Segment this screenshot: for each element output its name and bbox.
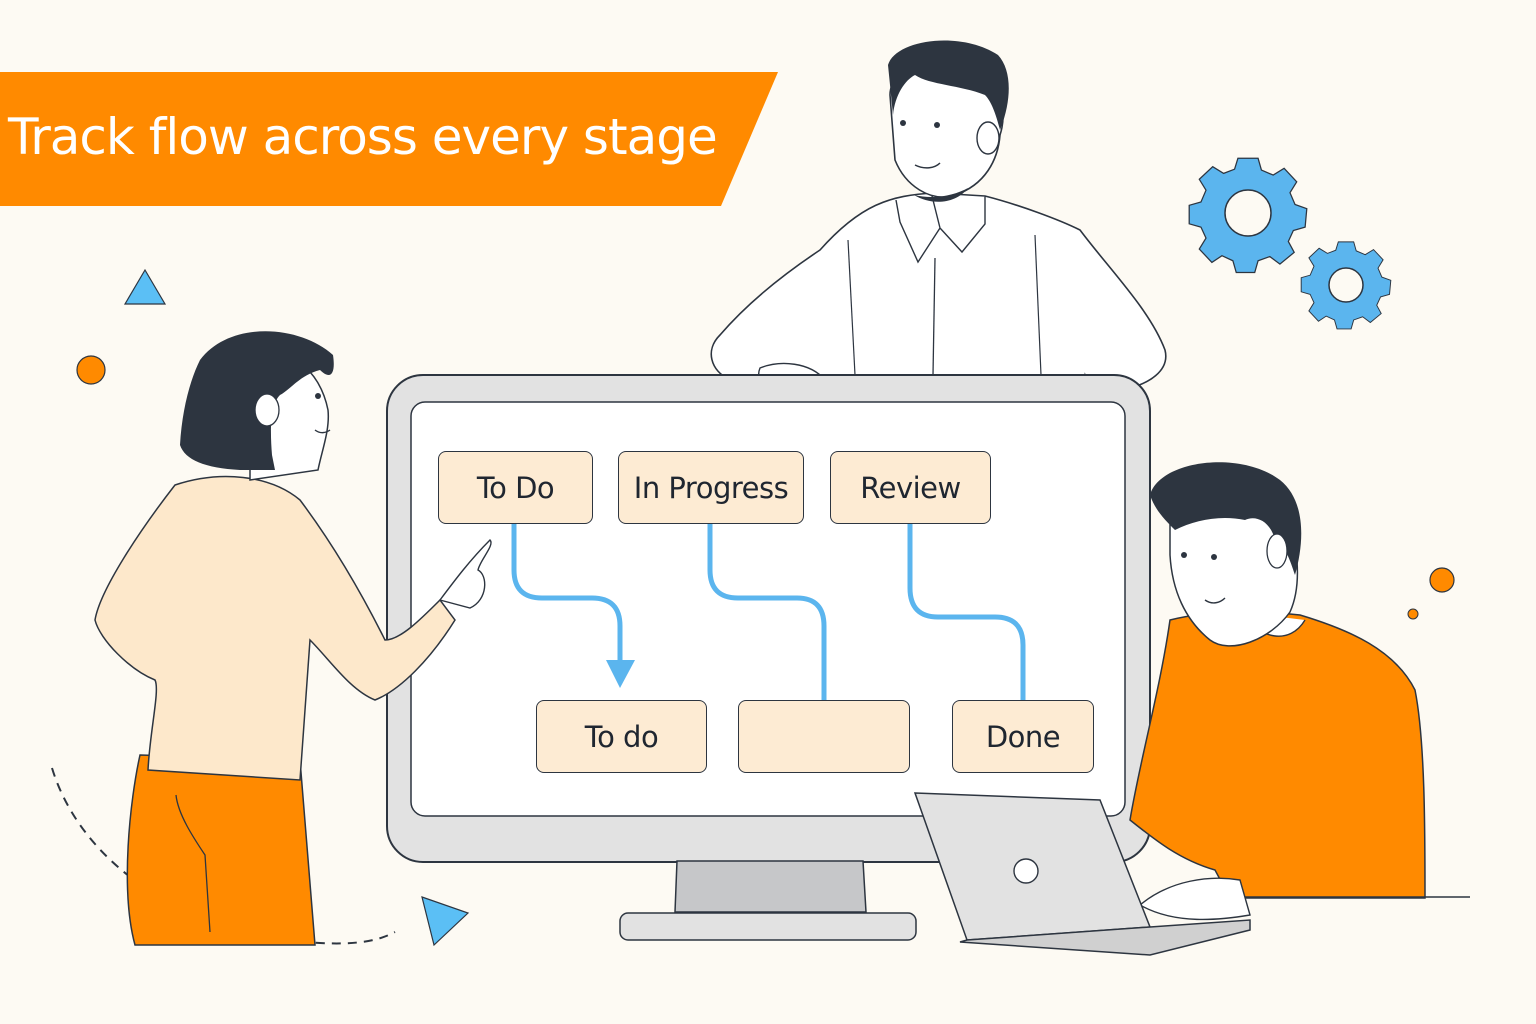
gears-icon xyxy=(1188,157,1392,330)
laptop xyxy=(913,792,1251,956)
orange-dot-left-icon xyxy=(76,355,106,385)
card-empty[interactable] xyxy=(738,700,910,773)
triangle-bottom-icon xyxy=(421,896,470,947)
arrow-head-icon xyxy=(606,660,635,688)
orange-dot-right-small-icon xyxy=(1407,608,1419,620)
card-done[interactable]: Done xyxy=(952,700,1094,773)
card-in-progress[interactable]: In Progress xyxy=(618,451,804,524)
dashed-arc xyxy=(51,767,396,945)
triangle-top-left-icon xyxy=(123,268,167,305)
card-review[interactable]: Review xyxy=(830,451,991,524)
card-to-do[interactable]: To Do xyxy=(438,451,593,524)
woman-pointing-figure xyxy=(94,331,492,946)
orange-dot-right-large-icon xyxy=(1429,567,1455,593)
banner-shape xyxy=(0,72,778,206)
card-to-do-lower[interactable]: To do xyxy=(536,700,707,773)
man-with-laptop-figure xyxy=(1129,462,1470,921)
banner-title: Track flow across every stage xyxy=(8,108,718,166)
flow-connectors xyxy=(511,521,1026,703)
